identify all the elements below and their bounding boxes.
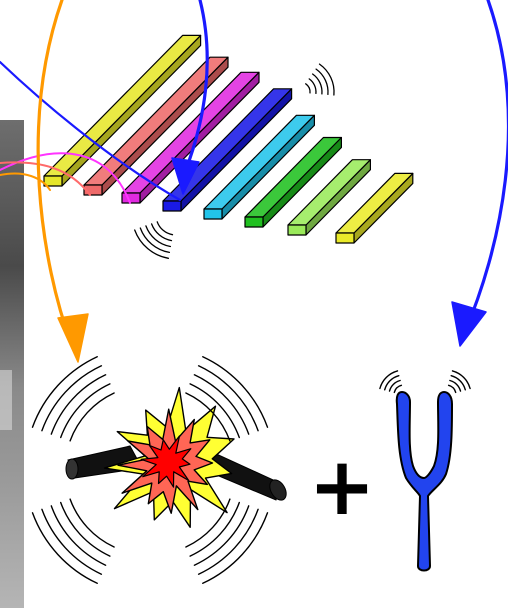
arrowhead (58, 314, 88, 362)
vibration-line (449, 385, 456, 392)
vibration-lines-icon (380, 371, 470, 393)
vibration-line (70, 393, 114, 441)
vibration-line (146, 226, 171, 247)
vibration-line (380, 371, 398, 389)
plus-label: + (308, 440, 375, 533)
bar-end (163, 201, 181, 211)
rod-left-end (66, 459, 78, 479)
bar-end (336, 233, 354, 243)
vibration-line (157, 222, 172, 235)
vibration-line (306, 84, 310, 93)
arrow-line (0, 173, 50, 190)
tuning-fork-icon (397, 392, 452, 571)
bar-end (288, 225, 306, 235)
arrowhead (452, 302, 486, 346)
plus-sign: + (308, 440, 375, 533)
bar-end (204, 209, 222, 219)
bar-end (245, 217, 263, 227)
vibration-line (42, 366, 102, 431)
arrow-line (464, 0, 508, 334)
vibration-line (190, 503, 239, 557)
xylophone-icon (44, 35, 413, 243)
tuning-fork (397, 392, 452, 571)
vibration-line (61, 384, 110, 438)
bar-end (122, 193, 140, 203)
vibration-line (42, 509, 102, 574)
vibration-line (70, 499, 114, 547)
vibration-line (453, 371, 471, 389)
vibration-line (61, 503, 110, 557)
vibration-line (199, 509, 259, 574)
